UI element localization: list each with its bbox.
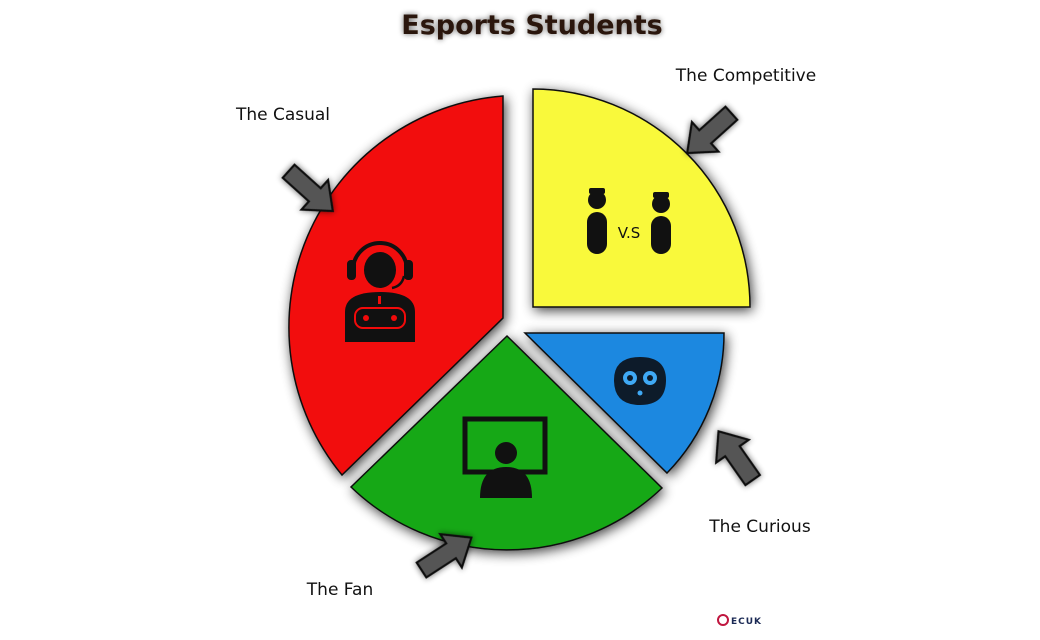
- versus-players-icon: V.S: [587, 188, 671, 254]
- arrow-competitive: [685, 105, 739, 155]
- gamer-with-headset-and-controller-icon: [345, 241, 415, 342]
- arrow-fan: [415, 532, 473, 579]
- curious-face-icon: [614, 357, 666, 405]
- label-fan: The Fan: [306, 580, 373, 600]
- ecuk-logo-icon: [717, 614, 729, 626]
- label-casual: The Casual: [235, 105, 330, 125]
- logo-text: ECUK: [731, 617, 762, 627]
- label-curious: The Curious: [708, 517, 811, 537]
- versus-text: V.S: [618, 224, 641, 242]
- segment-competitive: [532, 88, 751, 308]
- ecuk-logo: ECUK: [717, 614, 762, 627]
- viewer-at-screen-icon: [462, 416, 548, 498]
- segment-curious: [523, 332, 725, 475]
- diagram-title: Esports Students: [401, 10, 663, 41]
- arrow-curious: [714, 429, 762, 487]
- arrow-casual: [281, 163, 335, 213]
- label-competitive: The Competitive: [675, 66, 816, 86]
